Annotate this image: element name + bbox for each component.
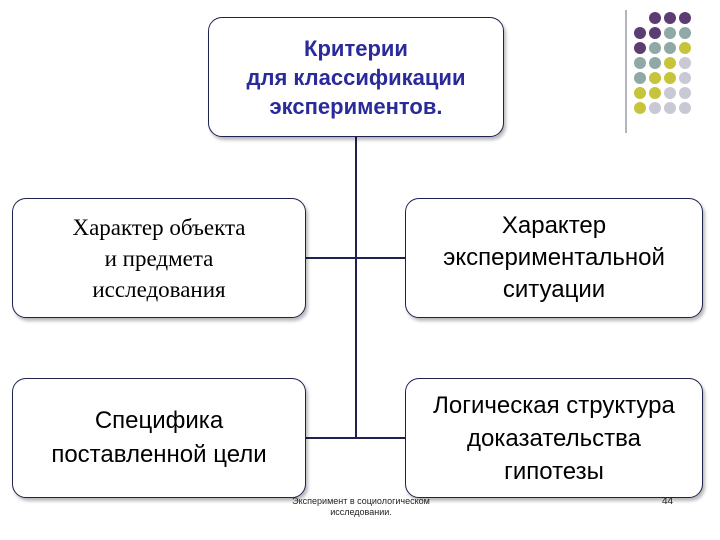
criterion-label-goal-specifics: Специфика поставленной цели: [51, 407, 267, 468]
decorative-dot: [664, 72, 676, 84]
criterion-label-object-subject: Характер объекта и предмета исследования: [72, 214, 246, 302]
decorative-dot: [649, 57, 661, 69]
decorative-dot: [664, 27, 676, 39]
decorative-dot: [649, 87, 661, 99]
slide-footer-note: Эксперимент в социологическом исследован…: [292, 496, 430, 517]
criterion-label-logical-structure: Логическая структура доказательства гипо…: [433, 391, 675, 485]
decorative-dot: [634, 57, 646, 69]
criterion-box-object-subject: Характер объекта и предмета исследования: [12, 198, 306, 318]
decorative-dot: [679, 27, 691, 39]
dot-grid-group: [634, 12, 691, 114]
decorative-dot: [679, 72, 691, 84]
decorative-dot: [634, 87, 646, 99]
decorative-dot: [679, 87, 691, 99]
decorative-dot: [679, 12, 691, 24]
criterion-box-goal-specifics: Специфика поставленной цели: [12, 378, 306, 498]
slide-page-number: 44: [662, 496, 674, 507]
decorative-dot: [634, 27, 646, 39]
decorative-dot: [634, 72, 646, 84]
decorative-dot: [649, 72, 661, 84]
decorative-dot: [649, 42, 661, 54]
decorative-dot: [679, 42, 691, 54]
decorative-dot: [649, 12, 661, 24]
decorative-dot: [664, 57, 676, 69]
decorative-dot: [664, 42, 676, 54]
decorative-dot: [664, 102, 676, 114]
decorative-dot: [634, 102, 646, 114]
diagram-title: Критерии для классификации экспериментов…: [246, 35, 466, 119]
decorative-dot: [664, 12, 676, 24]
diagram-title-box: Критерии для классификации экспериментов…: [208, 17, 504, 137]
decorative-dot: [649, 102, 661, 114]
decorative-dot: [649, 27, 661, 39]
decorative-dot: [679, 57, 691, 69]
criterion-label-experimental-situation: Характер экспериментальной ситуации: [443, 212, 665, 303]
criterion-box-experimental-situation: Характер экспериментальной ситуации: [405, 198, 703, 318]
decorative-dot: [634, 42, 646, 54]
criterion-box-logical-structure: Логическая структура доказательства гипо…: [405, 378, 703, 498]
decorative-dot: [679, 102, 691, 114]
decorative-dot: [664, 87, 676, 99]
